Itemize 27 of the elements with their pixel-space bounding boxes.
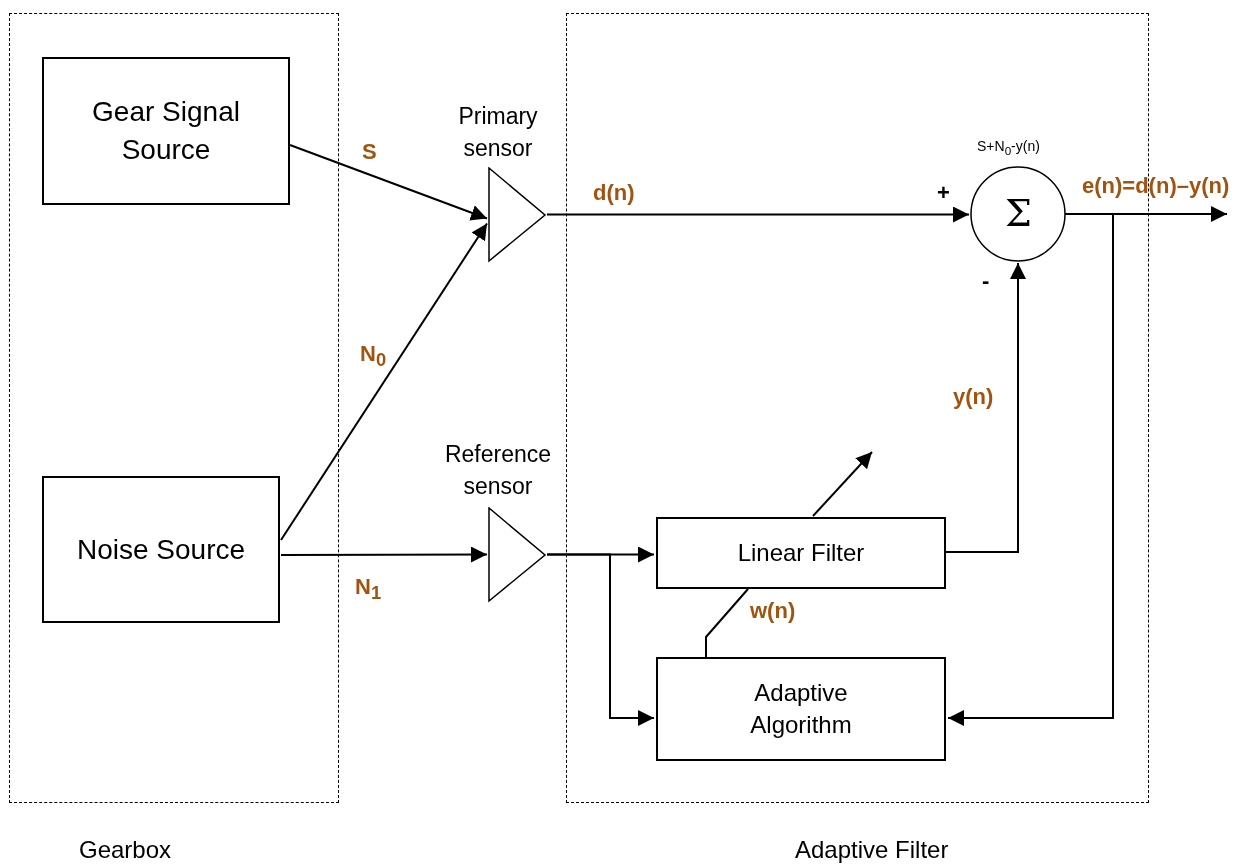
arrow [546, 206, 970, 223]
process-box: Noise Source [42, 476, 280, 623]
sign-label: + [937, 182, 950, 204]
edge-label: S [362, 141, 377, 163]
group-title: Adaptive Filter [795, 836, 949, 864]
arrow [289, 144, 488, 221]
arrow [280, 222, 488, 541]
arrow [945, 262, 1026, 553]
edge-label: d(n) [593, 182, 635, 204]
sign-label: - [982, 270, 990, 292]
group-title: Gearbox [79, 836, 172, 864]
process-box: Adaptive Algorithm [656, 657, 946, 761]
edge-label: N$_{1}$ [355, 576, 382, 603]
sensor-label: Reference sensor [443, 440, 553, 502]
connector-line [705, 588, 749, 658]
edge-label: N$_{0}$ [360, 343, 387, 370]
arrow [280, 546, 488, 563]
edge-label: e(n)=d(n)–y(n) [1082, 175, 1230, 197]
edge-label: w(n) [750, 600, 796, 622]
sensor-label: Primary sensor [457, 102, 539, 164]
sum-annotation: S+N$_{0}$-y(n) [977, 138, 1040, 157]
arrow [546, 553, 655, 726]
process-box: Gear Signal Source [42, 57, 290, 205]
sigma-symbol: Σ [1005, 194, 1032, 232]
edge-label: y(n) [953, 386, 994, 408]
process-box: Linear Filter [656, 517, 946, 589]
arrow [947, 213, 1114, 726]
